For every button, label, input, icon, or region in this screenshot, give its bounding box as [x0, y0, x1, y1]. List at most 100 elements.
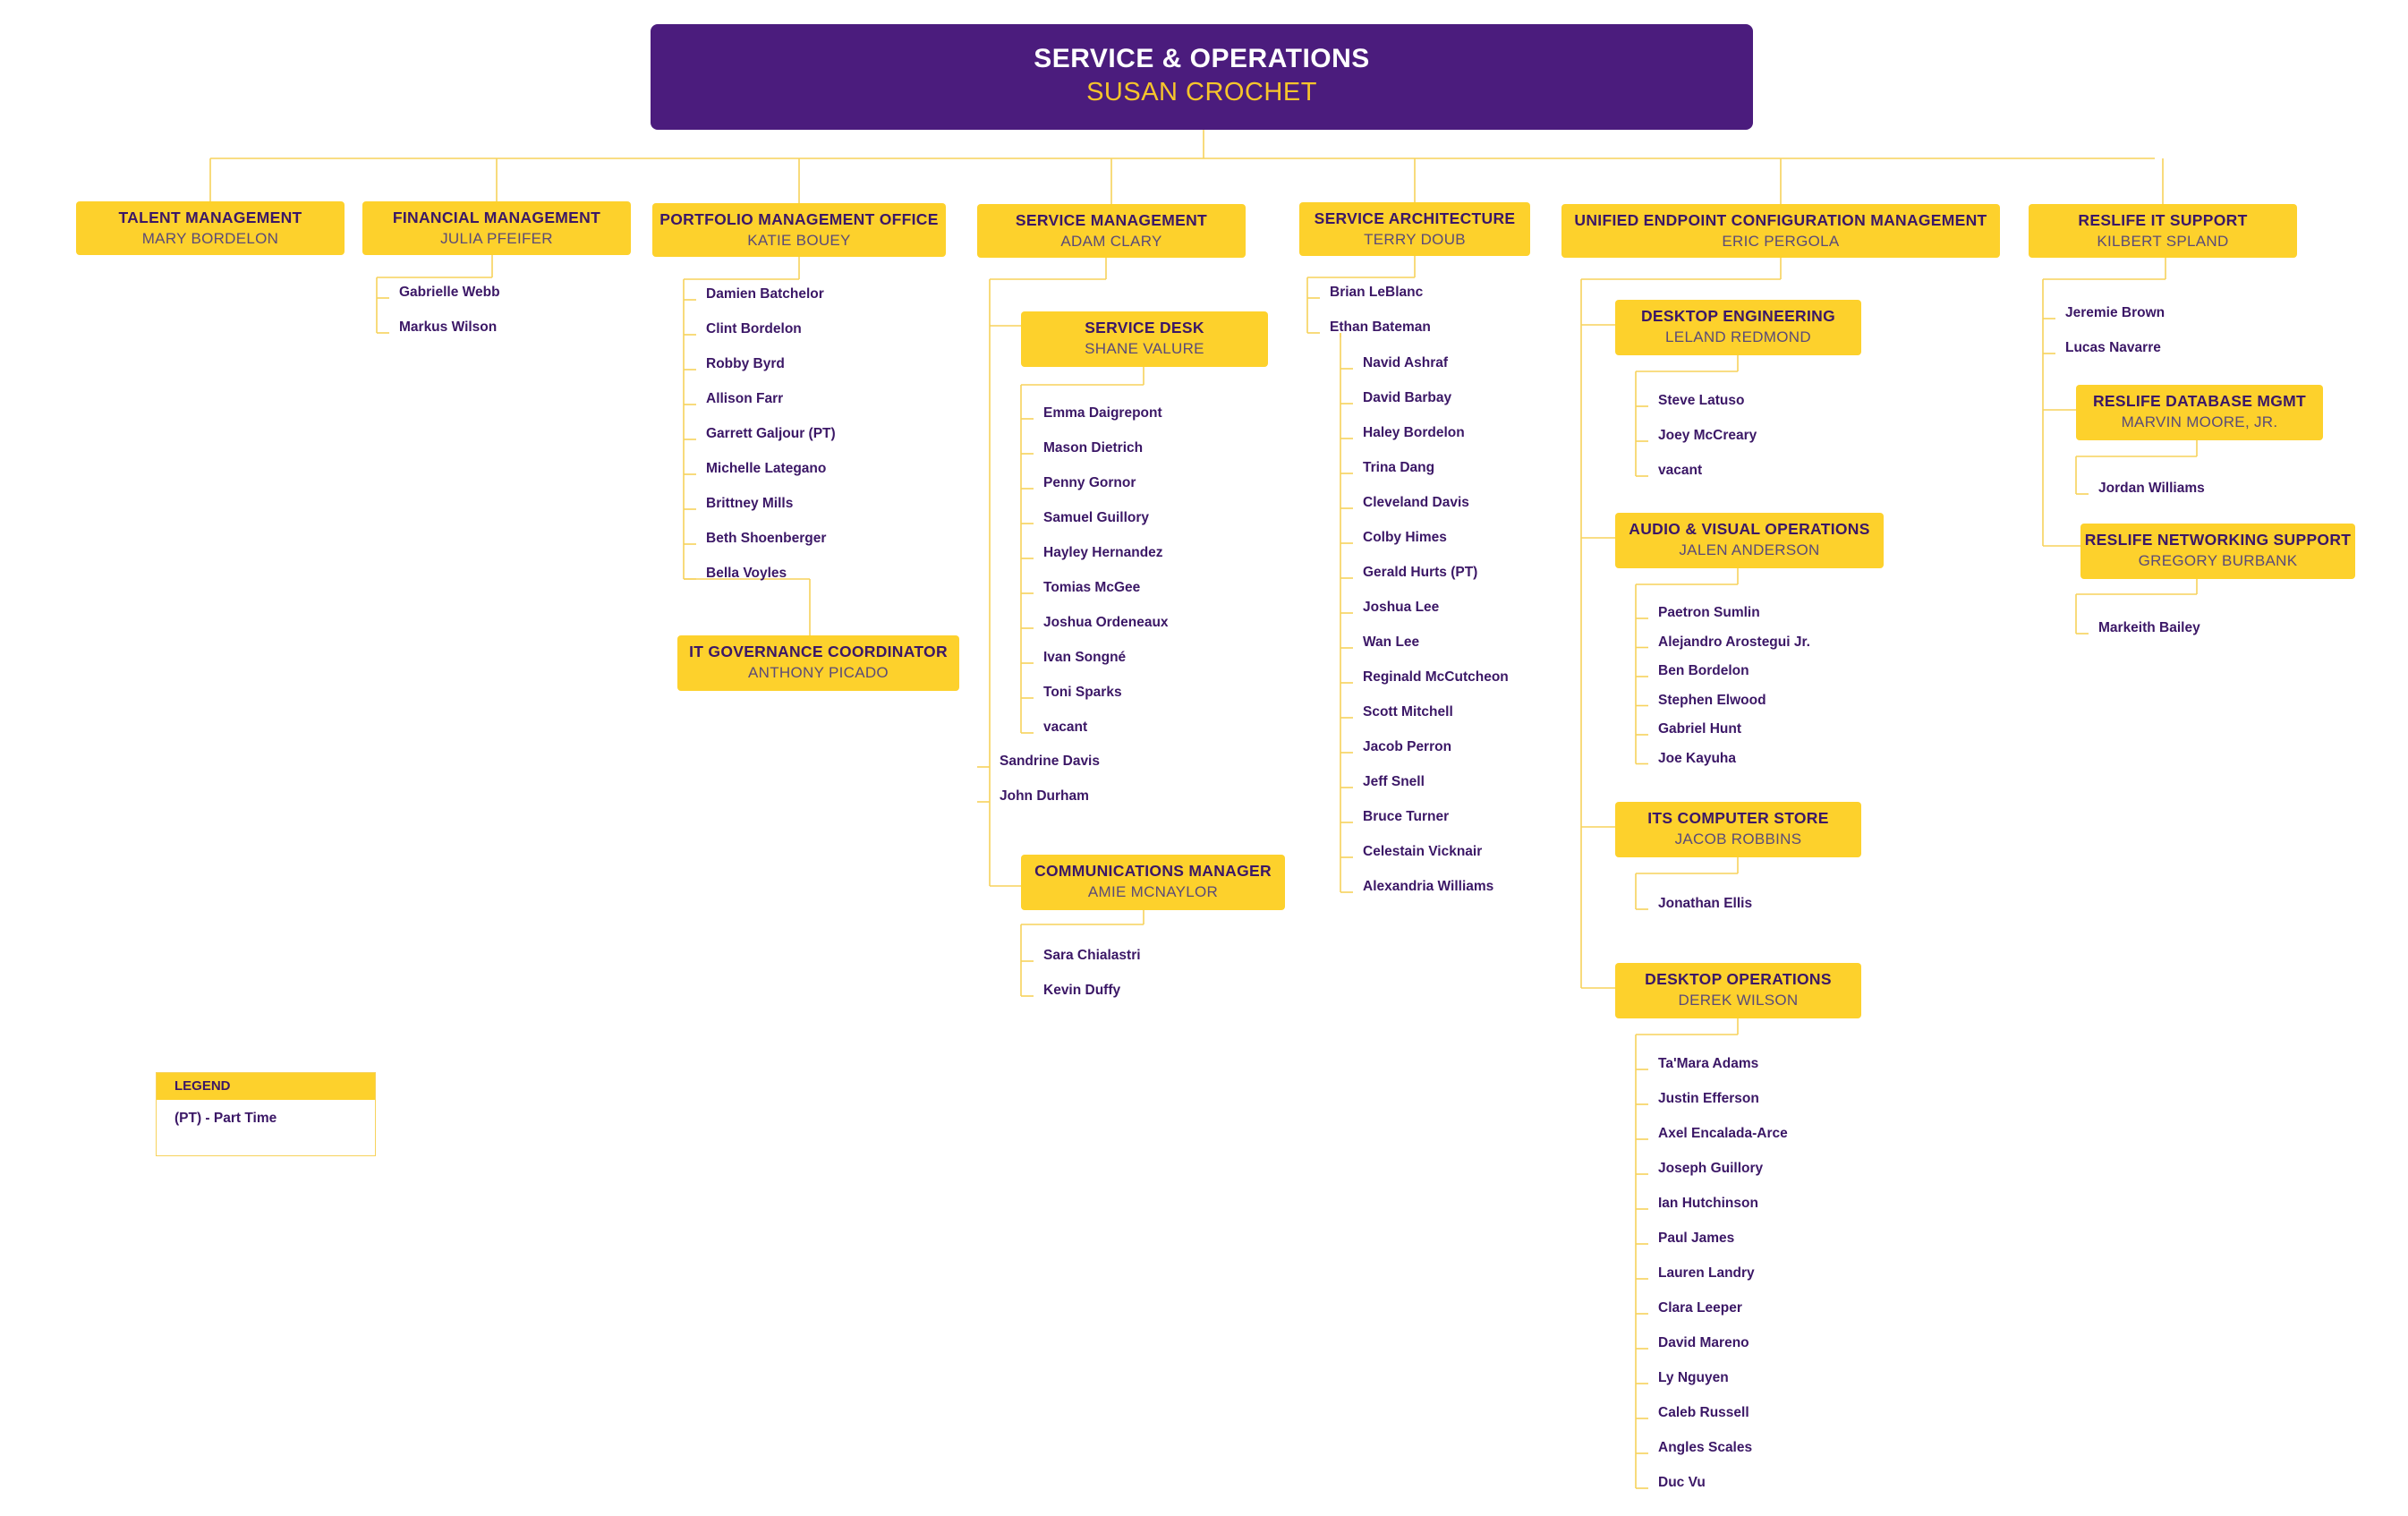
member-name: Celestain Vicknair — [1363, 844, 1483, 859]
member-name: Gerald Hurts (PT) — [1363, 565, 1478, 580]
unit-box-store: ITS COMPUTER STORE JACOB ROBBINS — [1615, 802, 1861, 857]
member-name: Ian Hutchinson — [1658, 1196, 1758, 1211]
unit-lead-name: DEREK WILSON — [1678, 992, 1799, 1009]
unit-title: AUDIO & VISUAL OPERATIONS — [1629, 520, 1870, 538]
member-name: David Mareno — [1658, 1335, 1749, 1350]
member-name: Angles Scales — [1658, 1440, 1753, 1455]
member-name: Allison Farr — [706, 391, 784, 406]
member-name: Emma Daigrepont — [1043, 405, 1162, 421]
member-name: Scott Mitchell — [1363, 704, 1453, 720]
member-name: Clint Bordelon — [706, 321, 802, 336]
unit-box-uecm: UNIFIED ENDPOINT CONFIGURATION MANAGEMEN… — [1561, 204, 2000, 258]
unit-title: RESLIFE IT SUPPORT — [2078, 211, 2248, 229]
unit-box-service: SERVICE MANAGEMENT ADAM CLARY — [977, 204, 1246, 258]
member-name: Robby Byrd — [706, 356, 785, 371]
unit-title: FINANCIAL MANAGEMENT — [392, 209, 601, 226]
unit-box-desktop: DESKTOP ENGINEERING LELAND REDMOND — [1615, 300, 1861, 355]
member-name: Hayley Hernandez — [1043, 545, 1163, 560]
member-name: Joseph Guillory — [1658, 1161, 1764, 1176]
unit-title: DESKTOP OPERATIONS — [1645, 970, 1832, 988]
unit-title: RESLIFE NETWORKING SUPPORT — [2084, 531, 2352, 549]
member-name: Cleveland Davis — [1363, 495, 1469, 510]
member-name: Alexandria Williams — [1363, 879, 1494, 894]
unit-title: COMMUNICATIONS MANAGER — [1034, 862, 1272, 880]
member-name: Brian LeBlanc — [1330, 285, 1424, 300]
member-name: Jordan Williams — [2098, 481, 2205, 496]
unit-title: UNIFIED ENDPOINT CONFIGURATION MANAGEMEN… — [1574, 211, 1987, 229]
unit-lead-name: TERRY DOUB — [1364, 231, 1466, 248]
unit-lead-name: ADAM CLARY — [1060, 233, 1162, 250]
member-name: Kevin Duffy — [1043, 983, 1121, 998]
unit-lead-name: KILBERT SPLAND — [2097, 233, 2229, 250]
member-name: Penny Gornor — [1043, 475, 1136, 490]
member-name: Bella Voyles — [706, 566, 787, 581]
member-name: Tomias McGee — [1043, 580, 1141, 595]
member-name: Stephen Elwood — [1658, 692, 1766, 708]
member-name: Justin Efferson — [1658, 1091, 1759, 1106]
unit-lead-name: ANTHONY PICADO — [748, 664, 889, 681]
root-name: SUSAN CROCHET — [1086, 78, 1317, 106]
member-name: Ethan Bateman — [1330, 319, 1431, 335]
member-name: Markeith Bailey — [2098, 620, 2200, 635]
member-name: Caleb Russell — [1658, 1405, 1749, 1420]
unit-lead-name: ERIC PERGOLA — [1722, 233, 1840, 250]
member-name: Ben Bordelon — [1658, 663, 1749, 678]
member-name: Steve Latuso — [1658, 393, 1745, 408]
unit-box-av: AUDIO & VISUAL OPERATIONS JALEN ANDERSON — [1615, 513, 1884, 568]
member-name: Navid Ashraf — [1363, 355, 1449, 370]
member-name: Jeff Snell — [1363, 774, 1425, 789]
unit-lead-name: KATIE BOUEY — [747, 232, 851, 249]
legend-title: LEGEND — [157, 1073, 375, 1100]
unit-title: SERVICE ARCHITECTURE — [1314, 209, 1516, 227]
member-name: Colby Himes — [1363, 530, 1447, 545]
member-name: Trina Dang — [1363, 460, 1435, 475]
member-name: Duc Vu — [1658, 1475, 1706, 1490]
member-name: Sara Chialastri — [1043, 948, 1141, 963]
member-name: Joe Kayuha — [1658, 750, 1737, 766]
unit-title: DESKTOP ENGINEERING — [1640, 307, 1836, 325]
unit-title: TALENT MANAGEMENT — [118, 209, 302, 226]
unit-lead-name: JALEN ANDERSON — [1679, 541, 1820, 558]
legend: LEGEND (PT) - Part Time — [156, 1072, 376, 1156]
unit-title: ITS COMPUTER STORE — [1647, 809, 1829, 827]
member-name: Lauren Landry — [1658, 1265, 1755, 1281]
member-name: Markus Wilson — [399, 319, 498, 335]
unit-box-reslife: RESLIFE IT SUPPORT KILBERT SPLAND — [2029, 204, 2297, 258]
legend-text: (PT) - Part Time — [174, 1111, 277, 1126]
member-name: Ly Nguyen — [1658, 1370, 1729, 1385]
member-name: Wan Lee — [1363, 635, 1420, 650]
root-title: SERVICE & OPERATIONS — [1034, 44, 1370, 73]
member-name: Paetron Sumlin — [1658, 605, 1760, 620]
member-name: vacant — [1658, 463, 1703, 478]
member-name: Gabriel Hunt — [1658, 721, 1742, 737]
member-name: Mason Dietrich — [1043, 440, 1144, 456]
unit-lead-name: JACOB ROBBINS — [1674, 830, 1802, 847]
unit-lead-name: SHANE VALURE — [1085, 340, 1204, 357]
unit-title: SERVICE DESK — [1085, 319, 1204, 336]
unit-box-desk: SERVICE DESK SHANE VALURE — [1021, 311, 1268, 367]
unit-title: RESLIFE DATABASE MGMT — [2092, 392, 2306, 410]
member-name: Bruce Turner — [1363, 809, 1450, 824]
member-name: Ta'Mara Adams — [1658, 1056, 1759, 1071]
member-name: Toni Sparks — [1043, 685, 1122, 700]
member-name: Beth Shoenberger — [706, 531, 827, 546]
member-name: Jacob Perron — [1363, 739, 1452, 754]
member-name: Samuel Guillory — [1043, 510, 1150, 525]
member-name: Haley Bordelon — [1363, 425, 1465, 440]
member-name: Michelle Lategano — [706, 461, 827, 476]
unit-lead-name: LELAND REDMOND — [1665, 328, 1811, 345]
member-name: Jonathan Ellis — [1658, 896, 1753, 911]
root-box: SERVICE & OPERATIONS SUSAN CROCHET — [651, 24, 1753, 130]
unit-title: SERVICE MANAGEMENT — [1015, 211, 1208, 229]
member-name: Reginald McCutcheon — [1363, 669, 1509, 685]
member-name: David Barbay — [1363, 390, 1452, 405]
unit-box-arch: SERVICE ARCHITECTURE TERRY DOUB — [1299, 202, 1530, 256]
member-name: Lucas Navarre — [2065, 340, 2161, 355]
